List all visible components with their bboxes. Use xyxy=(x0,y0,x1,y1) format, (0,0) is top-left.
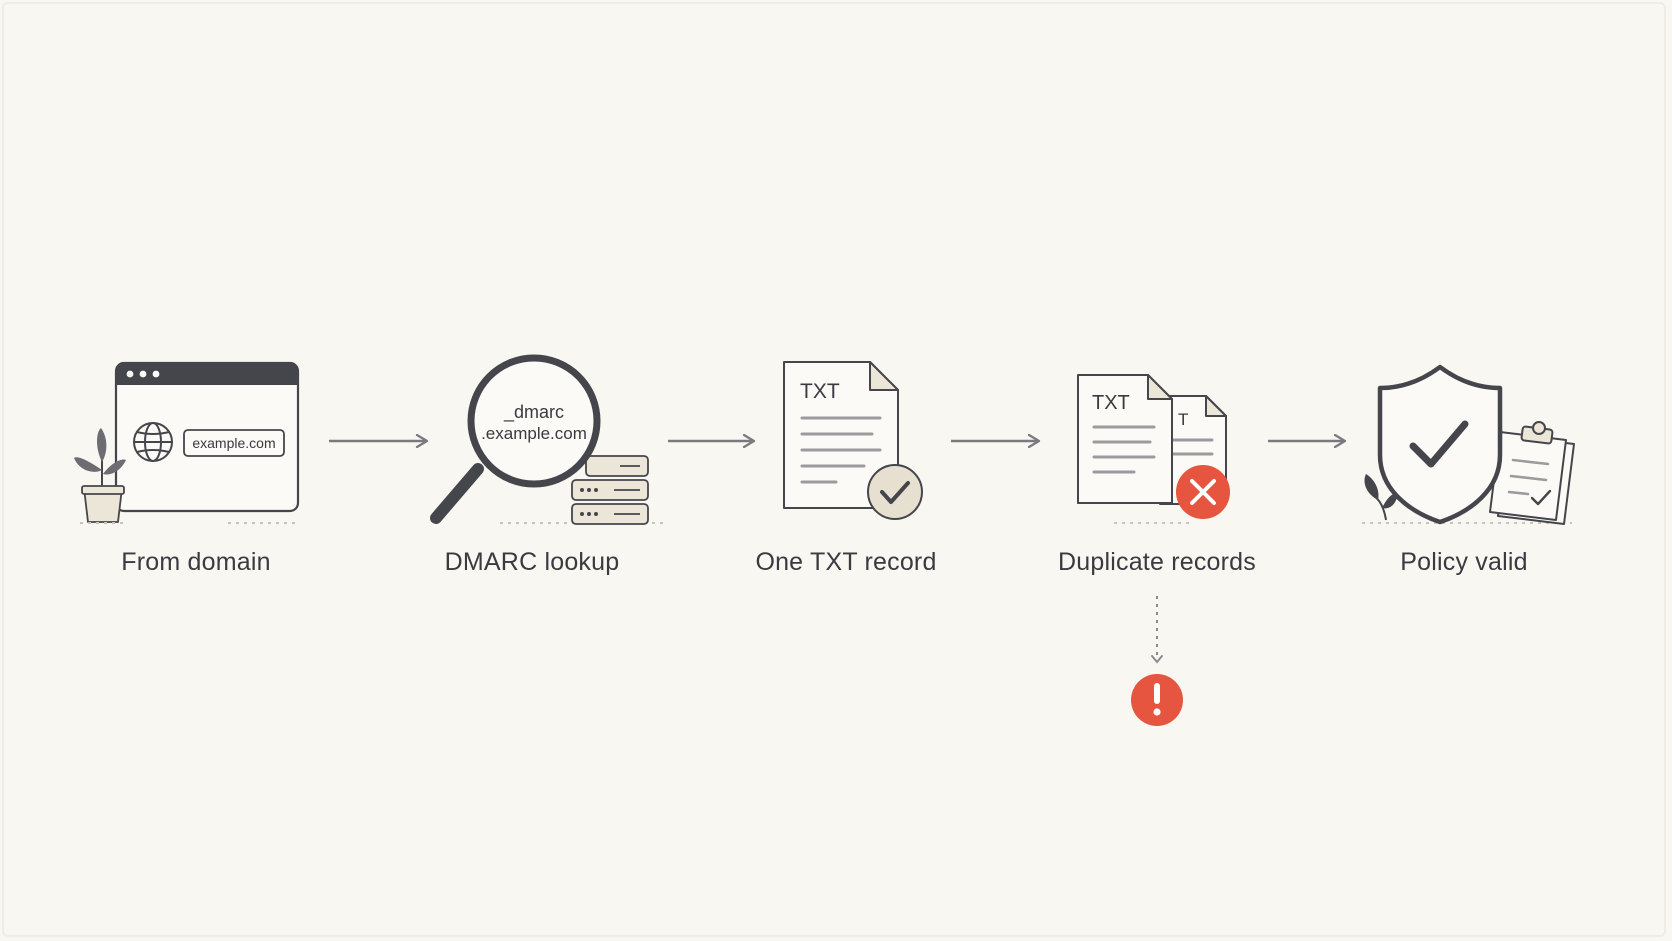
url-bar xyxy=(183,429,285,457)
alert-exclamation-icon xyxy=(1131,674,1183,726)
step-label-dmarc-lookup: DMARC lookup xyxy=(444,548,620,576)
browser-url: example.com xyxy=(192,435,275,451)
plant-icon xyxy=(74,428,126,523)
step-policy-valid-illustration xyxy=(1362,364,1575,525)
magnifier-icon: _dmarc .example.com xyxy=(430,354,601,524)
globe-icon xyxy=(133,422,173,462)
step-from-domain-illustration: example.com xyxy=(74,361,300,524)
doc-front-type-label: TXT xyxy=(1092,392,1130,414)
check-badge-icon xyxy=(867,464,923,520)
step-duplicate-records-illustration: TXT T TXT xyxy=(1077,374,1230,726)
error-x-badge-icon xyxy=(1176,465,1230,519)
clipboard-check-icon xyxy=(1489,421,1575,525)
step-label-policy-valid: Policy valid xyxy=(1400,548,1528,576)
server-stack-icon xyxy=(571,455,649,525)
shield-check-icon xyxy=(1377,364,1503,525)
sprout-icon xyxy=(1364,474,1398,521)
browser-window-icon: example.com xyxy=(114,361,300,513)
doc-type-label: TXT xyxy=(800,380,840,403)
lookup-line-2: .example.com xyxy=(481,424,587,443)
step-label-one-txt-record: One TXT record xyxy=(755,548,937,576)
duplicate-documents-icon: TXT T TXT xyxy=(1077,374,1227,505)
doc-back-type-label-partial: T xyxy=(1178,410,1188,429)
step-label-duplicate-records: Duplicate records xyxy=(1058,548,1256,576)
step-one-txt-record-illustration: TXT xyxy=(783,361,923,520)
document-icon: TXT xyxy=(783,361,899,509)
step-label-from-domain: From domain xyxy=(121,548,271,576)
lookup-line-1: _dmarc xyxy=(503,402,564,423)
step-dmarc-lookup-illustration: _dmarc .example.com xyxy=(430,354,668,525)
